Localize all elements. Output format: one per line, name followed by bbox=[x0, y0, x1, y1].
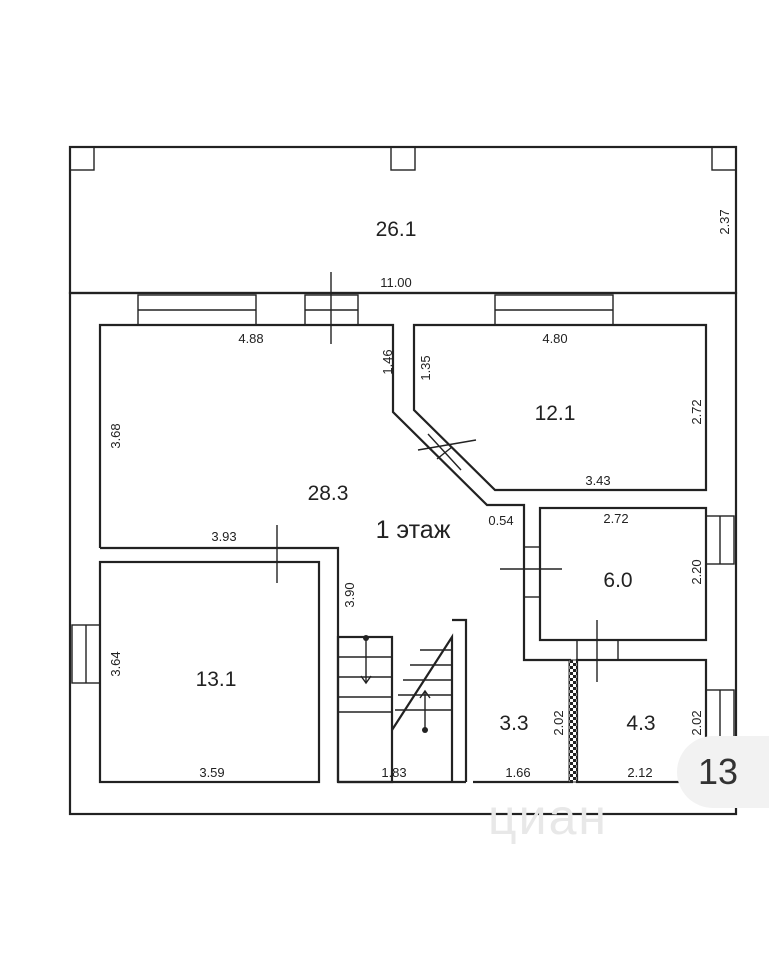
hall-inner-wall bbox=[100, 546, 340, 782]
area-bath-small: 3.3 bbox=[499, 712, 528, 735]
stair-wall bbox=[452, 618, 468, 782]
dim-hall-bottom-left: 3.93 bbox=[211, 529, 236, 544]
dim-hall-top: 4.88 bbox=[238, 331, 263, 346]
dim-hall-step: 1.46 bbox=[380, 349, 395, 374]
watermark-logo: циан bbox=[488, 789, 608, 845]
doors bbox=[240, 272, 619, 682]
dim-stair-wall: 3.90 bbox=[342, 582, 357, 607]
dim-hall-left: 3.68 bbox=[108, 423, 123, 448]
dim-sw-bottom: 3.59 bbox=[199, 765, 224, 780]
dim-total-width: 11.00 bbox=[380, 275, 412, 290]
area-bath-right: 4.3 bbox=[626, 712, 655, 735]
area-room-e: 6.0 bbox=[603, 569, 632, 592]
dim-e-top: 2.72 bbox=[603, 511, 628, 526]
dim-ne-step: 1.35 bbox=[418, 355, 433, 380]
dim-terrace-height: 2.37 bbox=[717, 209, 732, 234]
partition-wall bbox=[568, 659, 578, 783]
column bbox=[711, 146, 737, 171]
column bbox=[69, 146, 95, 171]
floor-label: 1 этаж bbox=[376, 516, 451, 544]
dim-sw-left: 3.64 bbox=[108, 651, 123, 676]
house-outline bbox=[68, 291, 738, 816]
dim-bath-right-bottom: 2.12 bbox=[627, 765, 652, 780]
dim-ne-right: 2.72 bbox=[689, 399, 704, 424]
stairs-left-flight bbox=[336, 635, 394, 784]
area-terrace: 26.1 bbox=[376, 218, 417, 241]
area-room-ne: 12.1 bbox=[535, 402, 576, 425]
column bbox=[390, 146, 416, 171]
stair-treads bbox=[338, 649, 452, 713]
dim-ne-bottom: 3.43 bbox=[585, 473, 610, 488]
dim-stair-bottom: 1.83 bbox=[381, 765, 406, 780]
room-e bbox=[538, 506, 708, 642]
dim-bath-small-bottom: 1.66 bbox=[505, 765, 530, 780]
room-ne bbox=[412, 323, 708, 492]
stair-arrows bbox=[360, 635, 431, 733]
dim-partition: 2.02 bbox=[551, 710, 566, 735]
dim-bath-right-side: 2.02 bbox=[689, 710, 704, 735]
stairs-right-flight bbox=[391, 633, 454, 782]
dim-e-right: 2.20 bbox=[689, 559, 704, 584]
area-room-sw: 13.1 bbox=[196, 668, 237, 691]
page-number-badge: 13 bbox=[677, 736, 769, 808]
area-hall: 28.3 bbox=[308, 482, 349, 505]
dim-ne-top: 4.80 bbox=[542, 331, 567, 346]
dim-hall-notch: 0.54 bbox=[488, 513, 513, 528]
